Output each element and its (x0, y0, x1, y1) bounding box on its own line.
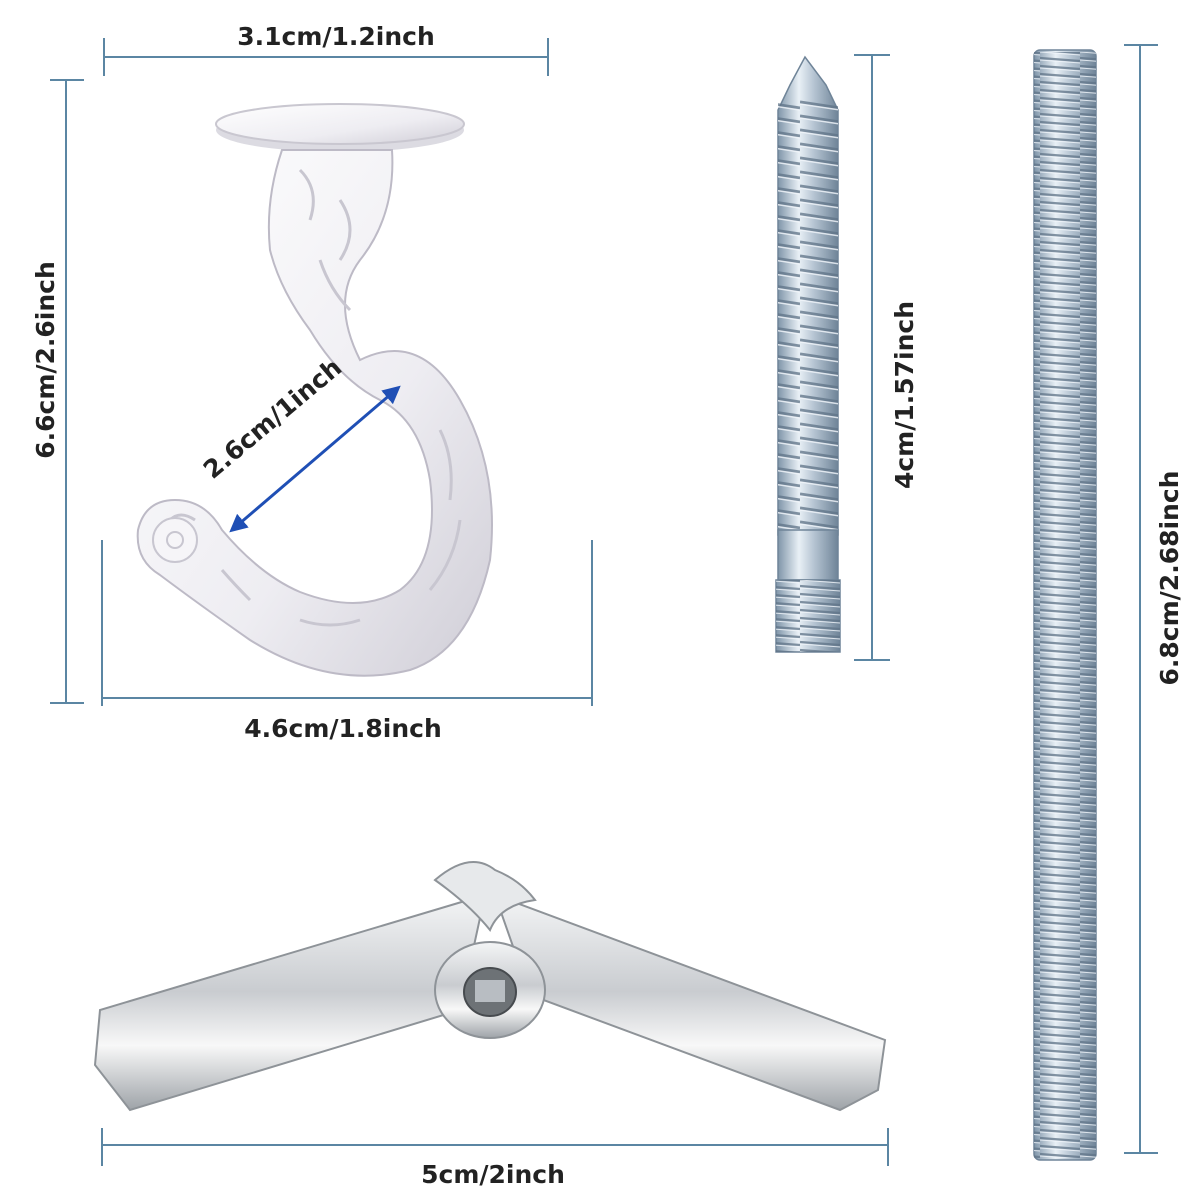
threaded-rod-length-label: 6.8cm/2.68inch (1155, 471, 1184, 686)
toggle-wing-width-label: 5cm/2inch (421, 1160, 565, 1189)
hook-top-width-dimension: 3.1cm/1.2inch (103, 22, 549, 76)
toggle-wing-icon (93, 861, 887, 1112)
hanger-bolt-icon (775, 55, 841, 653)
threaded-rod-icon (1033, 49, 1097, 1161)
hook-height-label: 6.6cm/2.6inch (31, 261, 60, 459)
hook-bottom-width-dimension: 4.6cm/1.8inch (101, 540, 593, 743)
hanger-bolt-length-dimension: 4cm/1.57inch (854, 54, 919, 661)
hook-opening-label: 2.6cm/1inch (198, 353, 347, 485)
hanger-bolt: 4cm/1.57inch (775, 54, 919, 661)
ceiling-hook: 3.1cm/1.2inch 6.6cm/2.6inch 2.6cm/1inch (31, 22, 593, 743)
hook-top-width-label: 3.1cm/1.2inch (237, 22, 435, 51)
ceiling-hook-icon (136, 103, 493, 677)
hook-height-dimension: 6.6cm/2.6inch (31, 79, 84, 704)
threaded-rod: 6.8cm/2.68inch (1033, 44, 1184, 1161)
hook-bottom-width-label: 4.6cm/1.8inch (244, 714, 442, 743)
toggle-wing-width-dimension: 5cm/2inch (101, 1128, 889, 1189)
toggle-wing: 5cm/2inch (93, 861, 889, 1189)
hanger-bolt-length-label: 4cm/1.57inch (890, 301, 919, 489)
threaded-rod-length-dimension: 6.8cm/2.68inch (1124, 44, 1184, 1154)
